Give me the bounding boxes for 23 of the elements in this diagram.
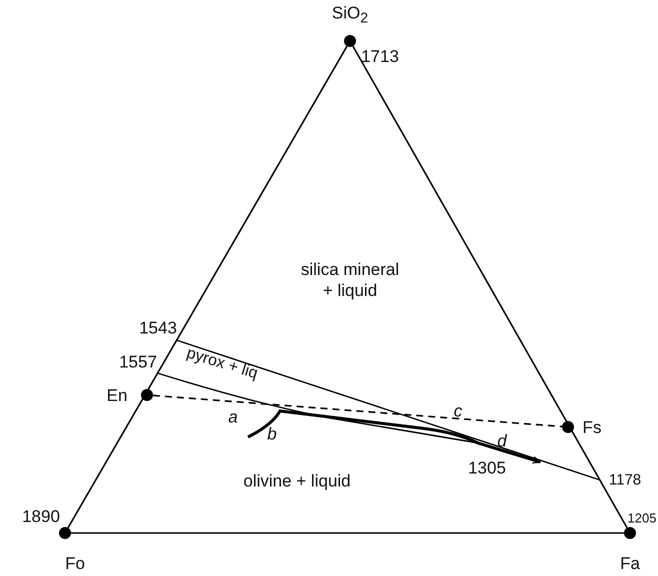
- melting-temperature: 1205: [628, 510, 656, 526]
- field-label: olivine + liquid: [243, 470, 351, 492]
- melting-temperature: 1713: [361, 47, 399, 67]
- point-label: d: [497, 430, 507, 452]
- triangle-side: [352, 46, 628, 528]
- component-label: SiO$_{2}$: [332, 3, 368, 27]
- point-label: b: [267, 423, 277, 445]
- field-label: pyrox + liq: [184, 344, 260, 384]
- temperature-label: 1543: [139, 317, 177, 339]
- component-label: En: [106, 386, 128, 406]
- dashed-tie-line: [152, 394, 562, 428]
- triangle-side: [71, 532, 624, 534]
- component-label: Fs: [582, 418, 602, 438]
- field-label: silica mineral + liquid: [300, 258, 400, 302]
- temperature-label: 1305: [468, 457, 506, 479]
- component-label: Fa: [620, 554, 640, 574]
- triangle-side: [67, 46, 348, 528]
- point-label: a: [228, 406, 238, 428]
- temperature-label: 1178: [608, 472, 642, 490]
- point-label: c: [454, 400, 462, 422]
- melting-temperature: 1890: [22, 507, 60, 527]
- component-label: Fo: [65, 554, 85, 574]
- temperature-label: 1557: [119, 351, 157, 373]
